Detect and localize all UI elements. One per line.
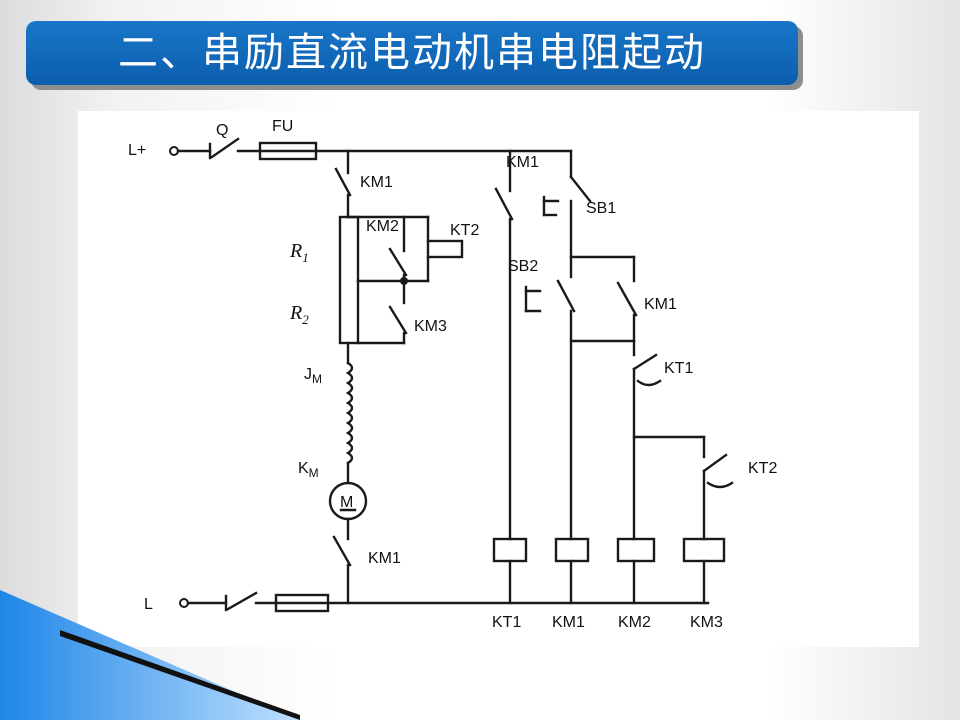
supply-bottom-label: L <box>144 596 153 613</box>
km3-contact <box>388 305 408 335</box>
km1-motor-label: KM1 <box>368 550 401 567</box>
sb2-button <box>556 279 576 313</box>
fuse-fu-label: FU <box>272 118 293 135</box>
r2-label: R2 <box>289 302 309 327</box>
supply-top-label: L+ <box>128 142 146 159</box>
km1-hold-label: KM1 <box>644 296 677 313</box>
km2-contact-label: KM2 <box>366 218 399 235</box>
km1-main-label: KM1 <box>360 174 393 191</box>
control-circuit: KM1 SB1 SB2 KM1 <box>492 149 777 631</box>
km1-motor-contact <box>332 535 352 567</box>
kt2-coil-top <box>426 239 464 259</box>
kt2-contact-label: KT2 <box>748 460 777 477</box>
sb2-label: SB2 <box>508 258 538 275</box>
coil-km2-label: KM2 <box>618 614 651 631</box>
coil-km3 <box>682 537 726 563</box>
circuit-diagram: L+ Q FU KM1 R1 R2 <box>78 111 919 647</box>
switch-q <box>210 137 240 159</box>
decorative-wedge <box>0 590 300 720</box>
title-banner: 二、串励直流电动机串电阻起动 <box>26 21 798 85</box>
coil-km2 <box>616 537 656 563</box>
motor-label: M <box>340 494 353 511</box>
switch-q-label: Q <box>216 122 228 139</box>
circuit-svg: L+ Q FU KM1 R1 R2 <box>128 118 777 631</box>
km1-main-contact <box>334 167 352 197</box>
sb1-button <box>569 175 592 203</box>
supply-bottom: L <box>144 591 710 613</box>
slide-title: 二、串励直流电动机串电阻起动 <box>118 30 706 76</box>
kt1-contact-label: KT1 <box>664 360 693 377</box>
kt1-contact <box>632 353 658 371</box>
km2-contact <box>388 247 408 277</box>
field-winding <box>345 361 354 465</box>
kt2-coil-label: KT2 <box>450 222 479 239</box>
resistor-block <box>338 215 360 345</box>
coil-km1 <box>554 537 590 563</box>
km3-contact-label: KM3 <box>414 318 447 335</box>
motor-branch: KM1 R1 R2 KM2 KT2 KM3 <box>289 149 479 605</box>
km1-aux-contact <box>494 187 514 221</box>
r1-label: R1 <box>289 240 309 265</box>
coil-km3-label: KM3 <box>690 614 723 631</box>
supply-top: L+ Q FU <box>128 118 573 161</box>
coil-km1-label: KM1 <box>552 614 585 631</box>
jm-label: JM <box>304 366 322 386</box>
sb1-label: SB1 <box>586 200 616 217</box>
coil-kt1 <box>492 537 528 563</box>
coil-kt1-label: KT1 <box>492 614 521 631</box>
km1-hold-contact <box>616 281 638 317</box>
km1-aux-label: KM1 <box>506 154 539 171</box>
km-label: KM <box>298 460 319 480</box>
kt2-contact <box>702 453 728 473</box>
